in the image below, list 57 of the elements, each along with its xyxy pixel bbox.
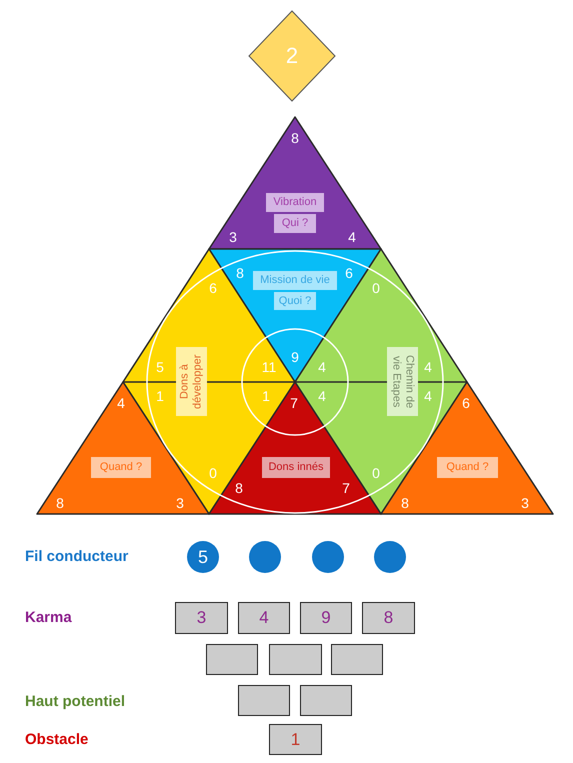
label-tag: Vibration: [266, 193, 324, 212]
number-tile: [206, 644, 258, 675]
number-text: 8: [236, 265, 244, 281]
number-text: 1: [262, 388, 270, 404]
number-tile: [238, 685, 290, 716]
number-text: 4: [348, 229, 356, 245]
number-text: 4: [424, 388, 432, 404]
label-tag: Qui ?: [274, 214, 316, 233]
number-circle: [249, 541, 281, 573]
number-text: 4: [117, 395, 125, 411]
number-text: 6: [345, 265, 353, 281]
number-circle: [312, 541, 344, 573]
number-text: 4: [318, 388, 326, 404]
number-text: 4: [424, 359, 432, 375]
number-text: 6: [209, 280, 217, 296]
number-text: 8: [235, 480, 243, 496]
number-text: 8: [401, 495, 409, 511]
number-text: 3: [176, 495, 184, 511]
row-label: Fil conducteur: [25, 548, 128, 566]
row-label: Karma: [25, 609, 72, 627]
row-label: Obstacle: [25, 731, 88, 749]
number-text: 3: [229, 229, 237, 245]
number-text: 3: [521, 495, 529, 511]
number-tile: [269, 644, 322, 675]
triangle-section: [209, 117, 381, 249]
number-tile: [331, 644, 383, 675]
number-text: 11: [262, 359, 276, 375]
number-text: 9: [291, 349, 299, 365]
number-tile: 1: [269, 724, 322, 755]
number-diamond: 2: [248, 10, 336, 102]
number-circle: 5: [187, 541, 219, 573]
number-tile: 4: [238, 602, 290, 634]
number-text: 8: [291, 130, 299, 146]
label-tag: Mission de vie: [253, 271, 337, 290]
number-text: 7: [290, 395, 298, 411]
label-tag: Quand ?: [437, 457, 498, 478]
row-label: Haut potentiel: [25, 693, 125, 711]
number-tile: 8: [362, 602, 415, 634]
number-text: 0: [372, 465, 380, 481]
number-tile: [300, 685, 352, 716]
number-text: 0: [209, 465, 217, 481]
number-text: 5: [156, 359, 164, 375]
number-text: 4: [318, 359, 326, 375]
triangle-section: [209, 382, 381, 514]
number-text: 0: [372, 280, 380, 296]
number-tile: 3: [175, 602, 228, 634]
label-tag: Quand ?: [91, 457, 151, 478]
number-text: 1: [156, 388, 164, 404]
label-tag: Quoi ?: [274, 292, 316, 310]
number-text: 7: [342, 480, 350, 496]
number-tile: 9: [300, 602, 352, 634]
number-text: 6: [462, 395, 470, 411]
number-text: 8: [56, 495, 64, 511]
label-tag: Dons innés: [262, 457, 330, 478]
number-circle: [374, 541, 406, 573]
label-tag: Chemin de vie Etapes: [387, 347, 418, 416]
label-tag: Dons à développer: [176, 347, 207, 416]
